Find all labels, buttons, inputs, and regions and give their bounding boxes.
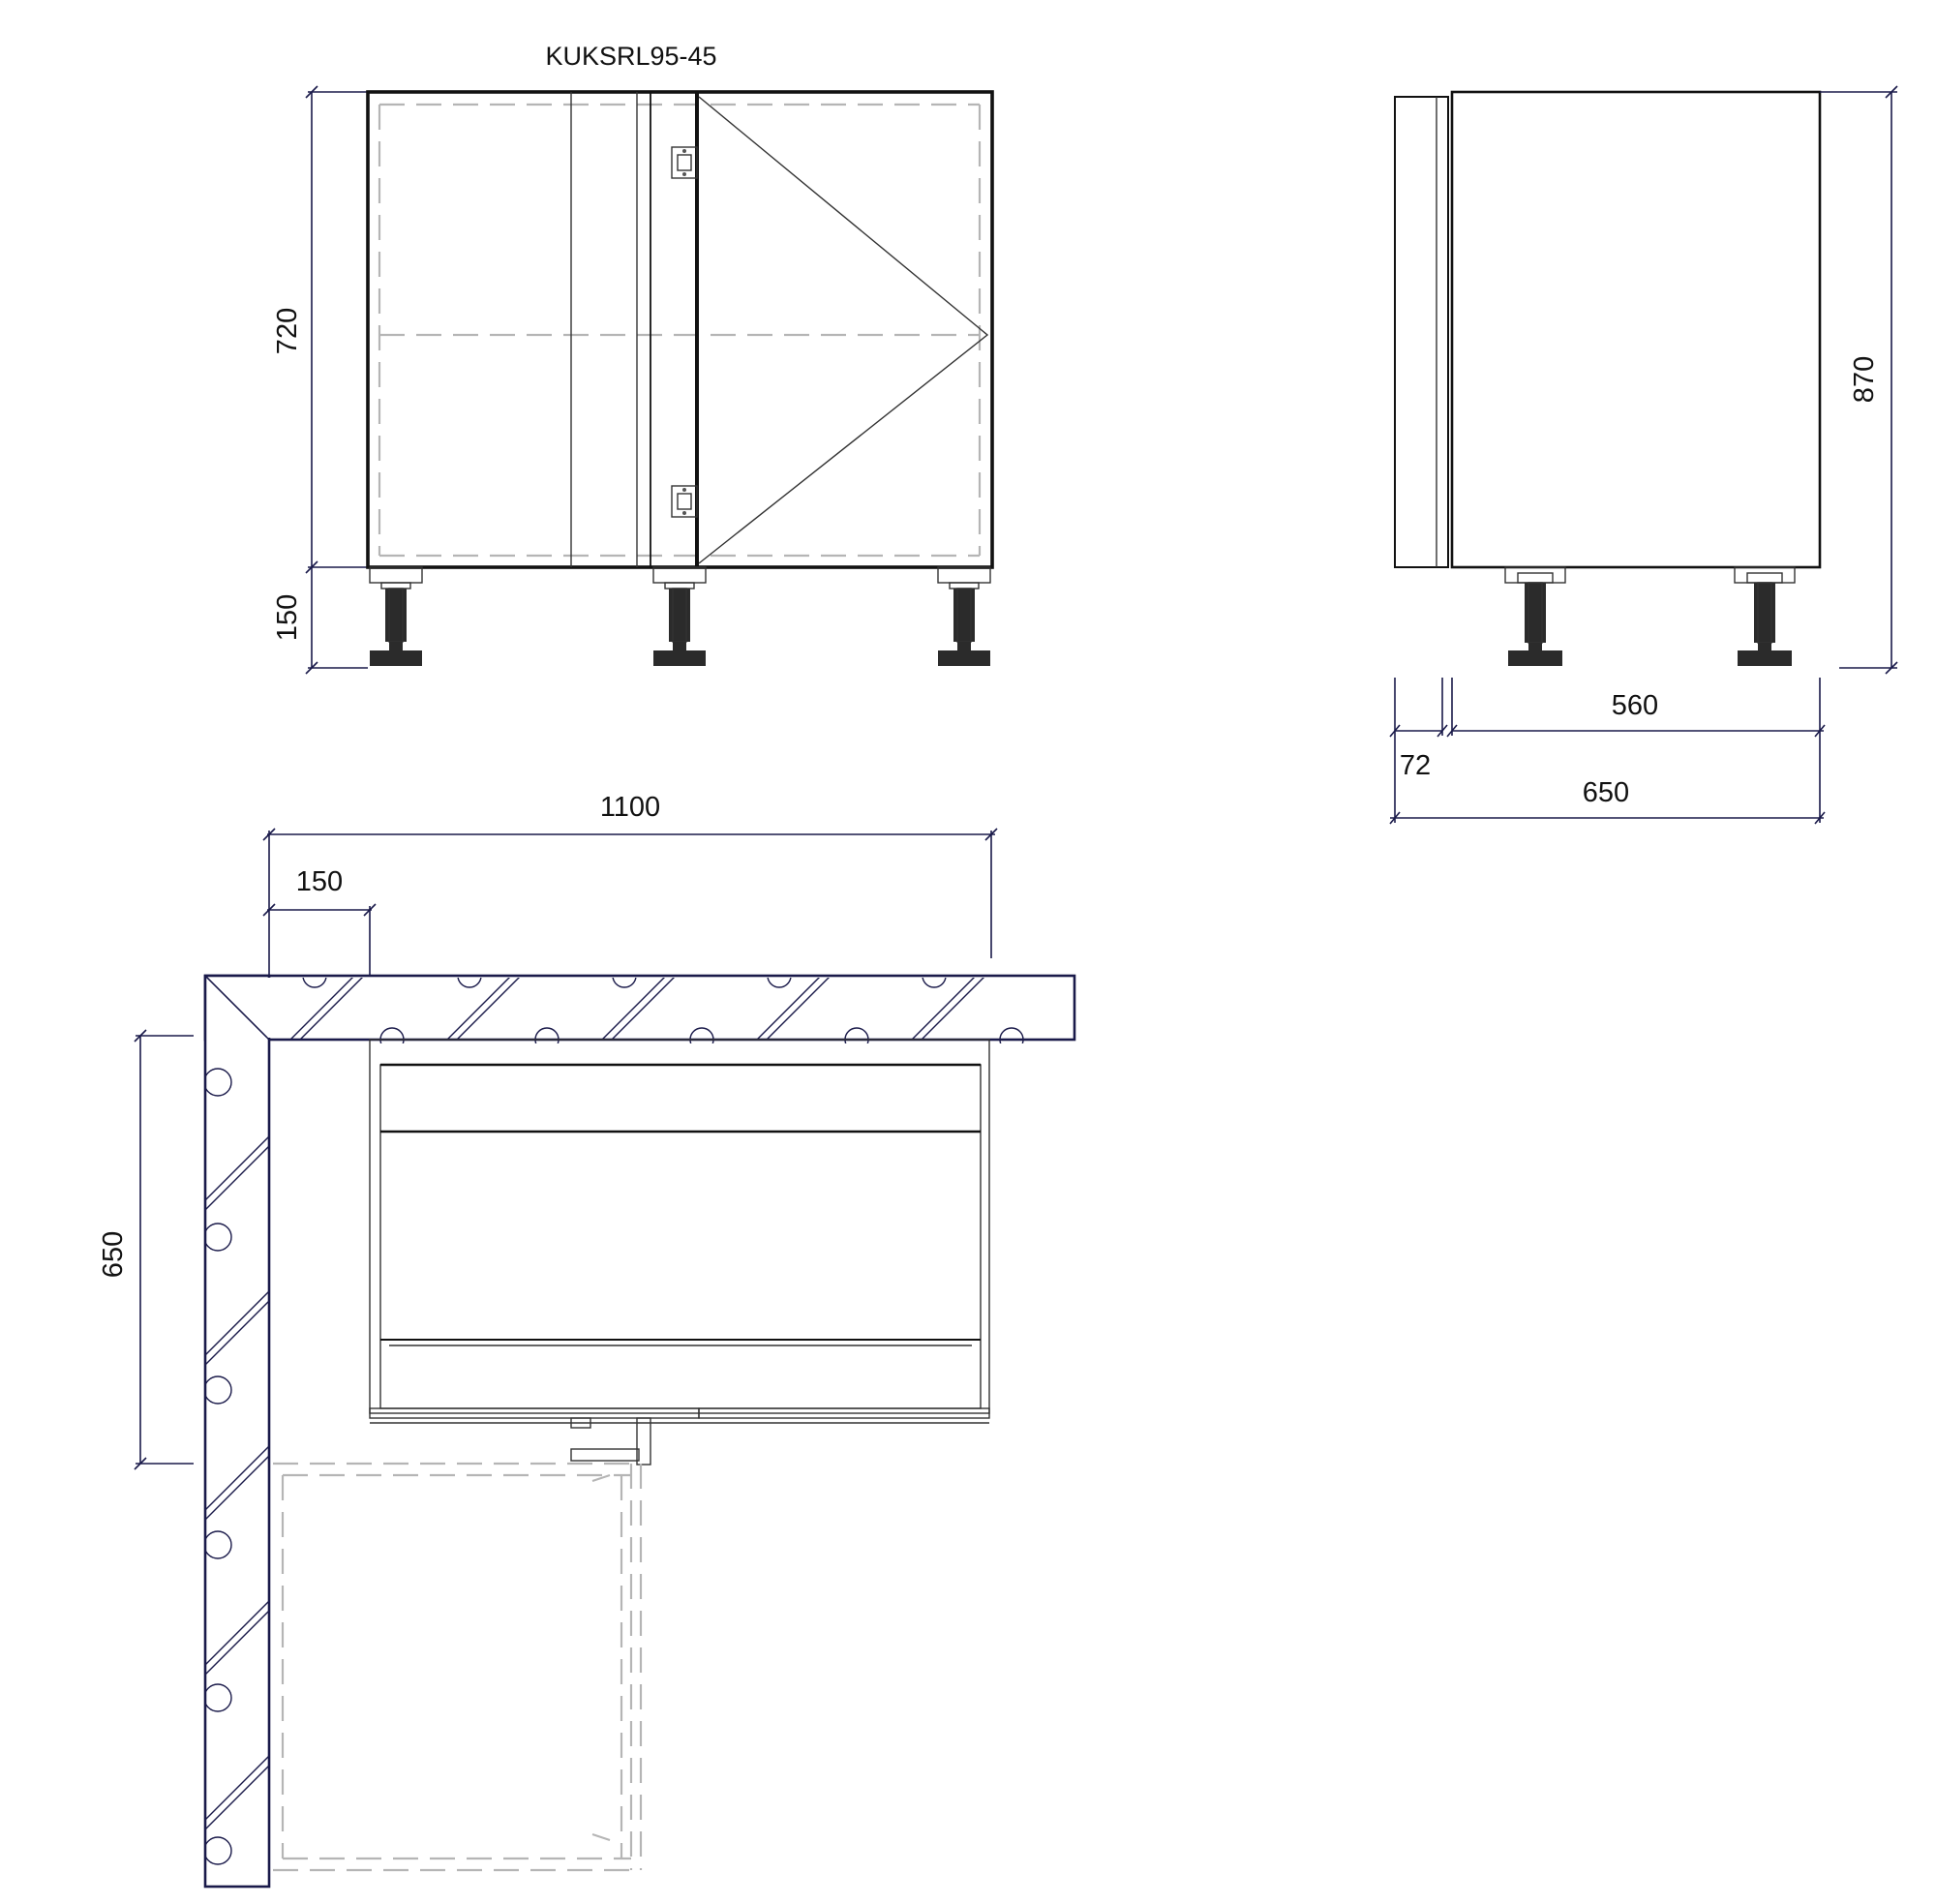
leg-icon	[369, 566, 423, 666]
side-door-panel	[1394, 96, 1449, 568]
dim-label-560: 560	[1612, 690, 1658, 721]
front-cabinet-body	[366, 90, 994, 569]
dim-plan-depth	[134, 1029, 194, 1470]
dim-depth-group	[1389, 678, 1826, 825]
plan-cabinet	[369, 1039, 990, 1466]
plan-view: 1100 150 650	[98, 792, 1076, 1889]
dim-body-height	[305, 85, 368, 675]
side-cabinet-body	[1450, 90, 1822, 569]
leg-icon	[937, 566, 991, 666]
model-title: KUKSRL95-45	[545, 42, 716, 71]
front-view: 720 150	[272, 85, 994, 675]
hinge-icon	[671, 146, 698, 179]
adjacent-cabinet-dashed	[273, 1462, 643, 1872]
side-view: 870 560 72 650	[1389, 85, 1898, 825]
wall-section-left	[203, 974, 271, 1889]
dim-label-1100: 1100	[600, 792, 660, 823]
dim-label-150-leg: 150	[272, 594, 303, 641]
dim-label-870: 870	[1849, 356, 1880, 403]
leg-icon	[652, 566, 707, 666]
hinge-icon	[671, 485, 698, 518]
leg-icon	[1504, 566, 1566, 666]
dim-total-height	[1820, 85, 1898, 675]
leg-icon	[1734, 566, 1796, 666]
wall-section-top	[203, 974, 1076, 1043]
dim-label-150-plan: 150	[296, 866, 343, 897]
dim-label-72: 72	[1400, 750, 1431, 781]
dim-label-720: 720	[272, 308, 303, 354]
dim-label-650-plan: 650	[98, 1231, 129, 1278]
dim-label-650-side: 650	[1583, 777, 1629, 808]
door-swing-indicator	[698, 96, 989, 564]
